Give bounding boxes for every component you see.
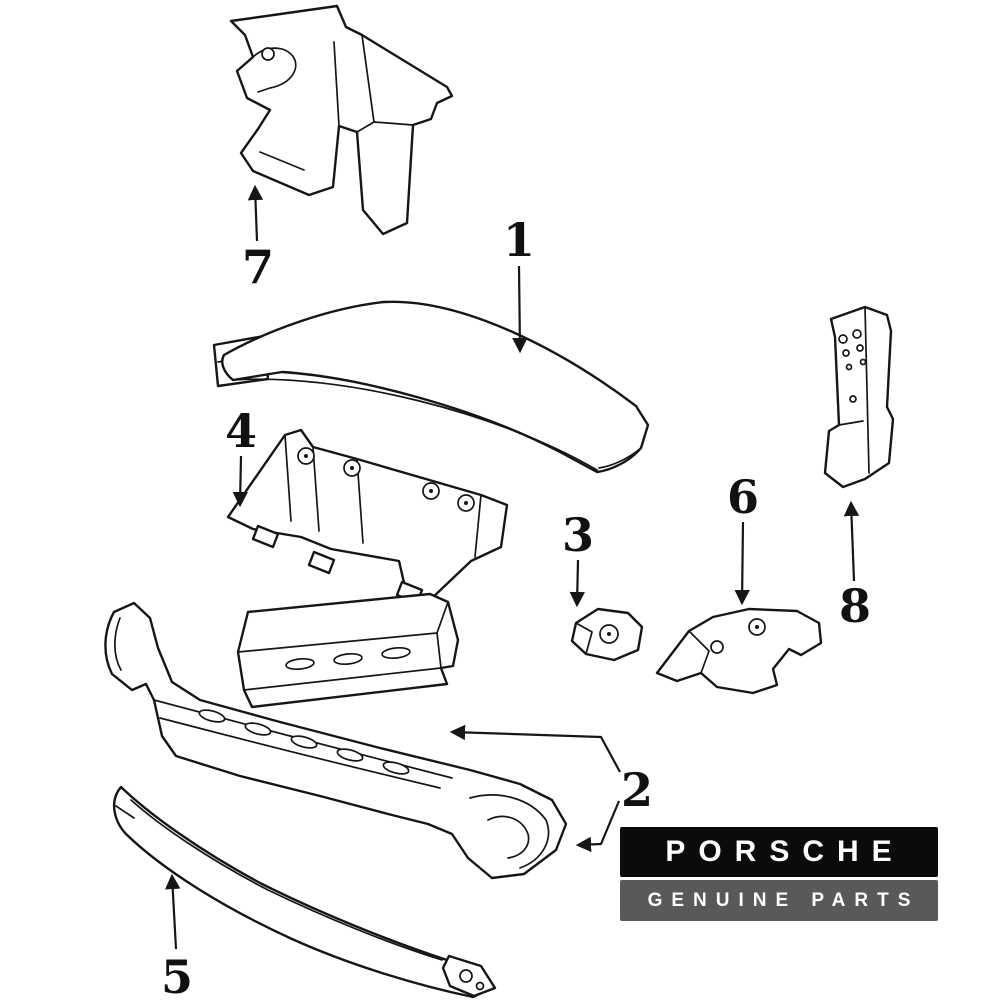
part-4-screw-4-dot <box>464 501 468 505</box>
genuine-parts-label: GENUINE PARTS <box>620 880 938 921</box>
callout-arrow-6 <box>734 521 750 606</box>
part-4-screw-2-dot <box>350 466 354 470</box>
part-5-front-spoiler <box>112 785 497 999</box>
part-2-slot-3 <box>290 735 318 749</box>
part-4-fold-1 <box>284 434 292 522</box>
part-6-corner-bracket <box>655 607 823 695</box>
callout-label-3: 3 <box>562 508 594 562</box>
part-5-end-hole-2 <box>475 981 485 991</box>
part-5-fold-line <box>130 799 443 961</box>
part-4-fold-2 <box>312 446 320 532</box>
part-2-duct-outer <box>469 794 550 869</box>
part-8-flange <box>838 420 864 426</box>
part-4-fold-4 <box>474 494 482 558</box>
part-3-facet <box>575 622 593 655</box>
part-1-lip-line <box>232 378 598 471</box>
part-2-rail-slot-3 <box>381 646 411 660</box>
part-5-end-hole-1 <box>459 969 473 983</box>
callout-arrow-2b <box>575 800 621 853</box>
part-8-fold <box>864 306 870 474</box>
part-2-valance-band-2 <box>159 717 441 789</box>
part-2-rail-outline <box>236 592 460 709</box>
part-2-rail-front-edge <box>243 632 442 691</box>
callout-label-4: 4 <box>225 404 257 458</box>
callout-label-6: 6 <box>727 470 759 524</box>
part-5-tip-facet <box>115 805 135 819</box>
part-2-slot-5 <box>382 761 410 775</box>
callout-arrow-4 <box>232 455 248 508</box>
callout-arrow-1 <box>512 265 528 354</box>
part-1-cover-panel <box>212 300 650 474</box>
part-2-front-valance <box>104 592 568 880</box>
callout-arrow-2a <box>449 724 621 773</box>
callout-arrow-5 <box>165 873 181 950</box>
part-8-hole-1 <box>838 334 848 344</box>
callout-label-7: 7 <box>242 240 274 294</box>
part-2-duct-inner <box>487 815 530 859</box>
part-8-hole-4 <box>856 344 864 352</box>
part-2-rail-slot-2 <box>333 652 363 666</box>
part-6-hole-2 <box>710 640 724 654</box>
part-3-nut <box>570 607 644 662</box>
part-2-rail-slot-1 <box>285 657 315 671</box>
porsche-wordmark: PORSCHE <box>620 827 938 877</box>
part-8-hole-5 <box>845 363 853 371</box>
part-2-valance-outline <box>104 601 568 880</box>
part-7-flange-line <box>259 151 305 171</box>
part-8-hole-3 <box>842 349 850 357</box>
part-8-support-bracket <box>823 305 895 489</box>
callout-arrow-3 <box>569 559 585 608</box>
part-8-hole-7 <box>849 395 857 403</box>
part-8-hole-6 <box>859 358 867 366</box>
part-4-outline <box>226 428 509 601</box>
part-4-foot-1 <box>251 524 280 549</box>
part-7-front-panel <box>229 4 454 236</box>
part-7-outline <box>229 4 454 236</box>
callout-arrows <box>165 184 860 950</box>
callout-arrow-7 <box>247 184 264 242</box>
callout-label-1: 1 <box>503 213 535 267</box>
part-7-fold-line <box>333 41 340 127</box>
part-8-outline <box>823 305 895 489</box>
callout-arrow-8 <box>843 500 860 582</box>
part-3-hole-dot <box>607 632 611 636</box>
part-4-bracket-assembly <box>226 428 509 605</box>
part-8-hole-2 <box>852 329 862 339</box>
part-4-foot-2 <box>307 550 336 575</box>
part-1-outline <box>221 300 650 474</box>
part-6-outline <box>655 607 823 695</box>
callout-labels: 1 2 3 4 5 6 7 8 <box>161 213 871 1000</box>
callout-label-2: 2 <box>621 763 653 817</box>
callout-label-8: 8 <box>839 579 871 633</box>
part-1-edge-fold <box>598 447 642 469</box>
part-4-screw-1-dot <box>304 454 308 458</box>
part-2-slot-4 <box>336 748 364 762</box>
part-7-brace-fold <box>373 121 414 126</box>
part-4-screw-3-dot <box>429 489 433 493</box>
part-2-fin-line <box>114 617 122 671</box>
part-6-hole-1-dot <box>755 625 759 629</box>
part-2-slot-2 <box>244 722 272 736</box>
part-7-hole <box>261 47 275 61</box>
part-6-fold <box>688 630 710 674</box>
porsche-genuine-parts-badge: PORSCHE GENUINE PARTS <box>620 827 938 921</box>
part-2-slot-1 <box>198 709 226 723</box>
callout-label-5: 5 <box>161 950 193 1000</box>
